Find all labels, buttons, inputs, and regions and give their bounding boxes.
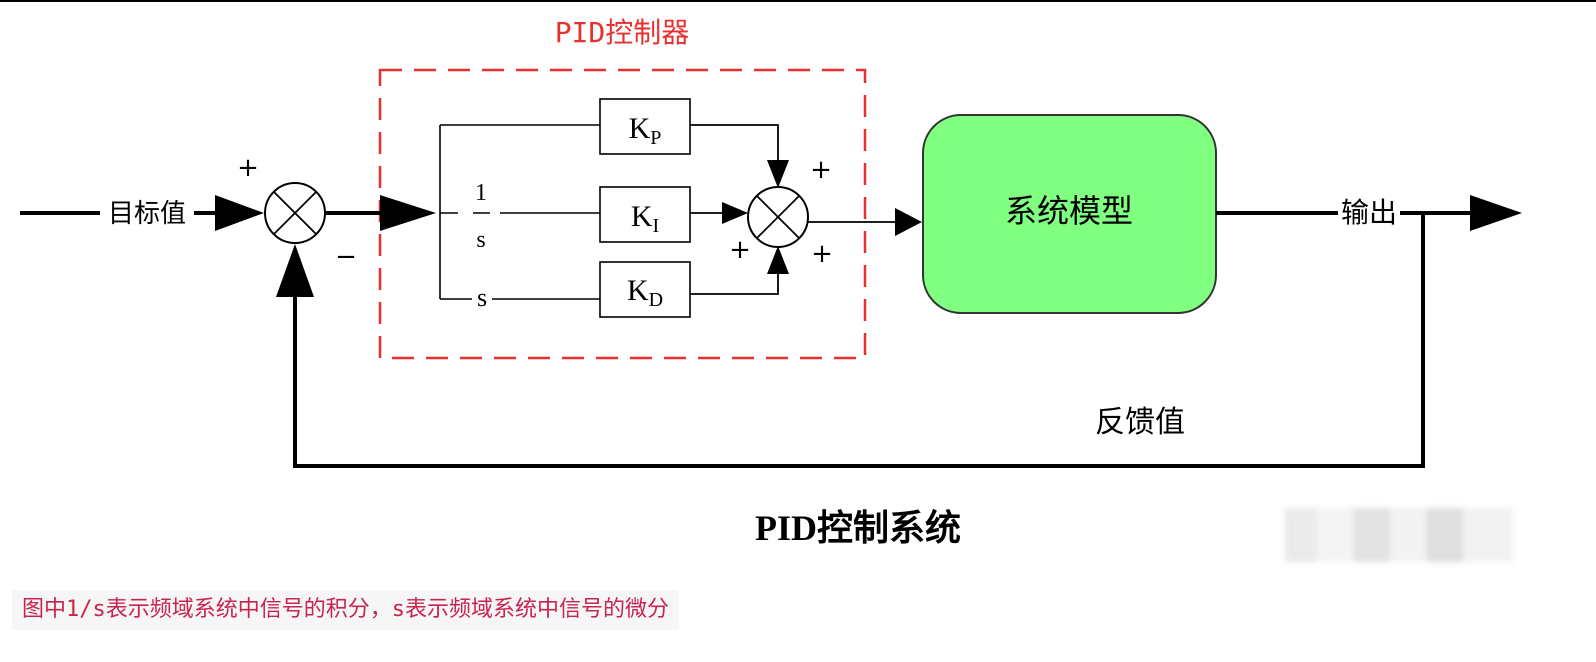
caption-note: 图中1/s表示频域系统中信号的积分，s表示频域系统中信号的微分 <box>12 590 679 630</box>
kp-to-sum2-line <box>690 124 779 165</box>
output-label: 输出 <box>1341 196 1397 229</box>
plant-label: 系统模型 <box>1005 192 1133 230</box>
kp-subscript: P <box>650 127 661 149</box>
kd-to-sum2-arrowhead <box>767 246 789 274</box>
ki-subscript: I <box>653 215 660 237</box>
ki-to-sum2-arrowhead <box>722 202 748 224</box>
feedback-label: 反馈值 <box>1095 405 1185 440</box>
blurred-watermark <box>1285 508 1513 562</box>
kd-label: K <box>627 274 649 307</box>
sum2-bottom-sign: + <box>811 239 833 269</box>
kp-block: KP <box>599 98 691 155</box>
svg-text:KD: KD <box>627 274 663 311</box>
error-arrowhead <box>380 195 436 231</box>
kd-block: KD <box>599 261 691 318</box>
kd-to-sum2-line <box>690 270 779 295</box>
sum2-left-sign: + <box>729 235 751 265</box>
integral-denominator: s <box>476 227 485 253</box>
kd-subscript: D <box>649 289 663 311</box>
sum1-plus-sign: + <box>237 153 259 183</box>
kp-label: K <box>629 112 651 145</box>
input-arrowhead <box>215 195 264 231</box>
svg-text:KI: KI <box>631 200 659 237</box>
feedback-path <box>293 213 1425 468</box>
svg-text:KP: KP <box>629 112 662 149</box>
derivative-operator: s <box>477 283 487 312</box>
feedback-arrowhead <box>276 244 314 297</box>
kp-to-sum2-arrowhead <box>767 160 789 188</box>
sum2-top-sign: + <box>810 155 832 185</box>
integral-numerator: 1 <box>475 180 487 206</box>
input-label: 目标值 <box>108 199 186 229</box>
sum1-minus-sign: − <box>335 242 357 272</box>
output-arrowhead <box>1470 195 1522 231</box>
summing-junction-2 <box>747 186 809 248</box>
ki-label: K <box>631 200 653 233</box>
diagram-title: PID控制系统 <box>755 508 961 548</box>
control-signal-arrowhead <box>895 208 922 236</box>
summing-junction-1 <box>264 182 326 244</box>
ki-block: KI <box>599 186 691 243</box>
controller-label: PID控制器 <box>555 16 690 49</box>
pid-diagram: PID控制器 目标值 + − 1 s s KP KI KD <box>20 16 1522 548</box>
top-rule <box>0 0 1596 2</box>
